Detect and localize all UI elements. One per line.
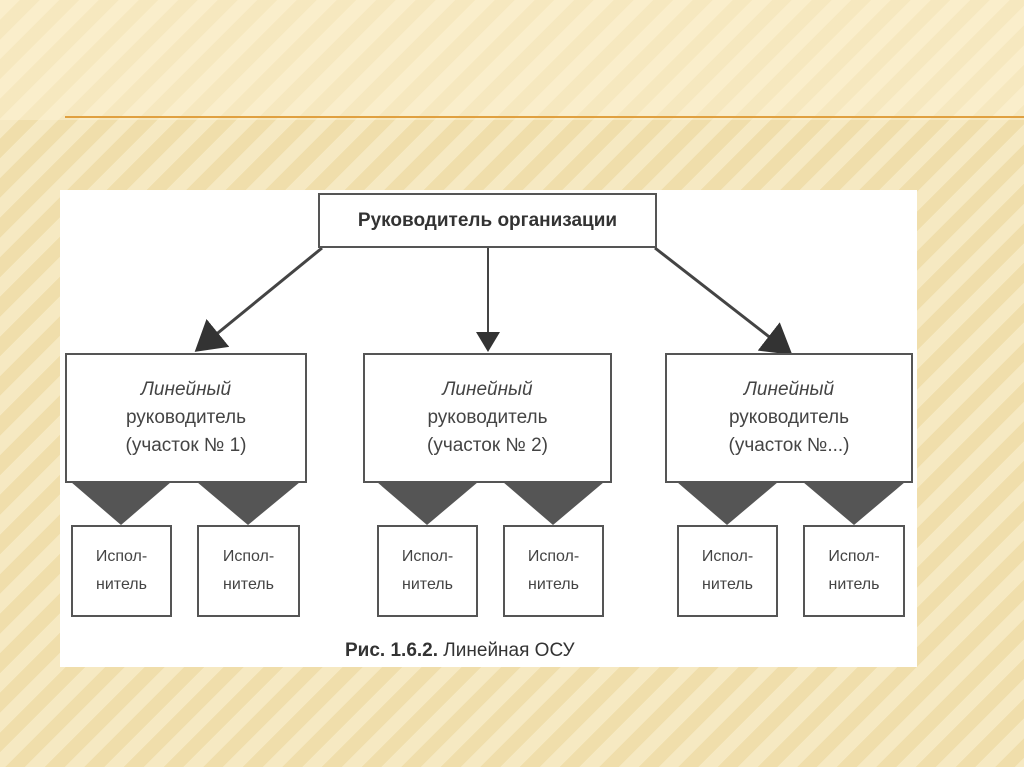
connectors xyxy=(71,246,905,525)
executor-line1: Испол- xyxy=(401,548,454,565)
executor-line1: Испол- xyxy=(828,548,880,565)
executor-line1: Испол- xyxy=(527,548,580,565)
executor-box: Испол-нитель xyxy=(503,525,604,617)
executor-line2: нитель xyxy=(402,576,453,593)
head-label: Руководитель организации xyxy=(357,209,618,231)
executor-line1: Испол- xyxy=(222,548,275,565)
head-box: Руководитель организации xyxy=(318,193,657,248)
caption-text: Линейная ОСУ xyxy=(443,640,575,661)
executor-box: Испол-нитель xyxy=(71,525,172,617)
org-chart-figure: Руководитель организации Линейный руковод… xyxy=(60,190,917,667)
manager-line1: Линейный xyxy=(442,379,533,400)
manager-box-3: Линейный руководитель (участок №...) xyxy=(665,353,913,483)
triangle xyxy=(803,482,905,525)
manager-line2: руководитель xyxy=(125,407,247,428)
executor-line2: нитель xyxy=(828,576,880,593)
triangle xyxy=(377,482,478,525)
executor-box: Испол-нитель xyxy=(677,525,778,617)
executor-line2: нитель xyxy=(702,576,753,593)
triangle xyxy=(503,482,604,525)
manager-box-2: Линейный руководитель (участок № 2) xyxy=(363,353,612,483)
executor-line2: нитель xyxy=(223,576,274,593)
executor-box: Испол-нитель xyxy=(197,525,300,617)
executor-line2: нитель xyxy=(96,576,147,593)
caption-label: Рис. 1.6.2. xyxy=(345,640,439,661)
triangles xyxy=(71,482,905,525)
manager-line2: руководитель xyxy=(728,407,850,428)
triangle xyxy=(71,482,171,525)
executor-line1: Испол- xyxy=(701,548,754,565)
arrow-left xyxy=(194,246,323,352)
manager-line3: (участок №...) xyxy=(728,435,850,456)
manager-line1: Линейный xyxy=(140,379,232,400)
title-area xyxy=(0,0,1024,120)
executor-line1: Испол- xyxy=(95,548,148,565)
executor-box: Испол-нитель xyxy=(377,525,478,617)
triangle xyxy=(677,482,778,525)
manager-line2: руководитель xyxy=(427,407,548,428)
figure-caption: Рис. 1.6.2. Линейная ОСУ xyxy=(345,640,575,662)
executor-box: Испол-нитель xyxy=(803,525,905,617)
arrow-right xyxy=(654,246,793,355)
manager-box-1: Линейный руководитель (участок № 1) xyxy=(65,353,307,483)
manager-line3: (участок № 1) xyxy=(125,435,247,456)
title-underline xyxy=(65,116,1024,118)
manager-line3: (участок № 2) xyxy=(427,435,548,456)
executor-line2: нитель xyxy=(528,576,579,593)
triangle xyxy=(197,482,300,525)
manager-line1: Линейный xyxy=(743,379,835,400)
